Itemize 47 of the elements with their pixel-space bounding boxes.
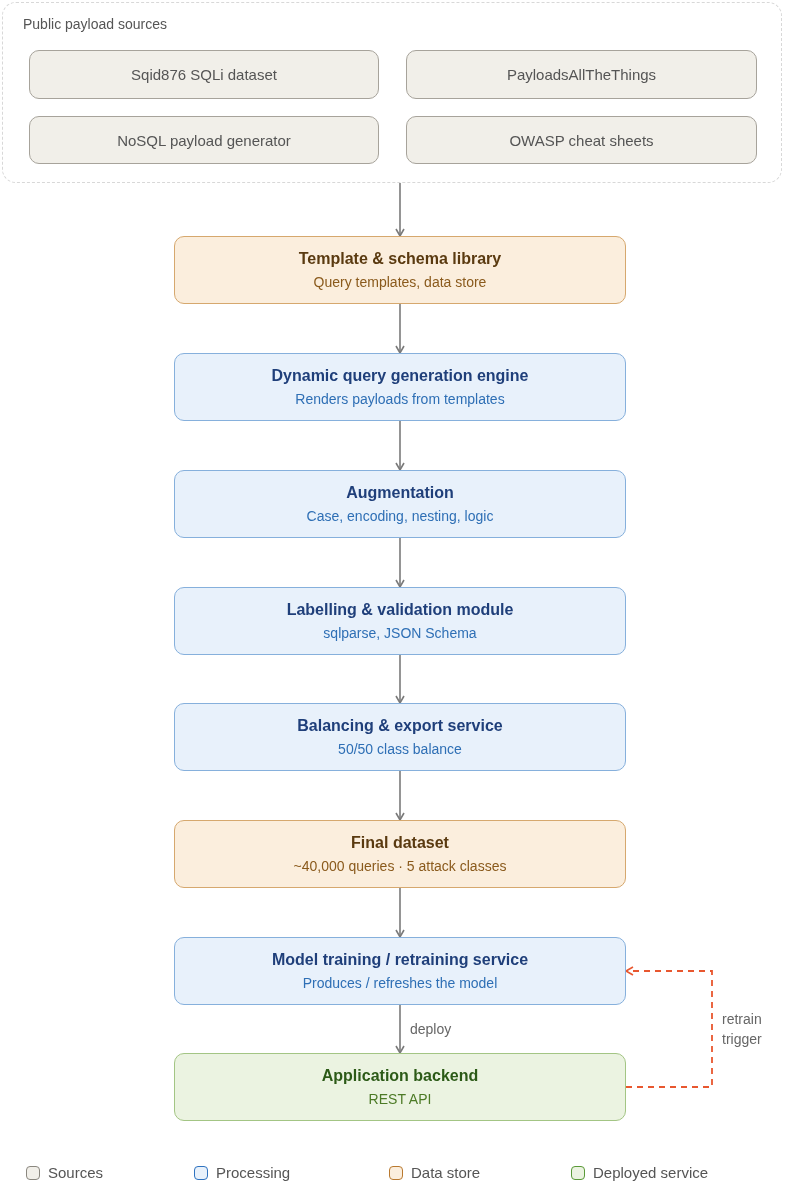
source-label: Sqid876 SQLi dataset	[131, 66, 277, 83]
node-subtitle: sqlparse, JSON Schema	[323, 624, 477, 642]
arrow	[395, 537, 405, 588]
process-box	[174, 703, 626, 771]
node-subtitle: Case, encoding, nesting, logic	[306, 507, 494, 525]
source-box	[29, 50, 379, 99]
legend-label: Sources	[48, 1164, 104, 1181]
source-box	[406, 116, 757, 164]
legend-label: Deployed service	[593, 1164, 709, 1181]
arrow	[395, 887, 405, 938]
node-title: Balancing & export service	[297, 716, 503, 736]
node-subtitle: REST API	[368, 1090, 432, 1108]
data-store-box	[174, 820, 626, 888]
legend-label: Data store	[411, 1164, 481, 1181]
group-container	[2, 2, 782, 183]
arrow	[395, 420, 405, 471]
node-subtitle: ~40,000 queries · 5 attack classes	[293, 857, 507, 875]
node-subtitle: 50/50 class balance	[338, 740, 462, 758]
arrow	[395, 654, 405, 704]
node-title: Application backend	[321, 1066, 479, 1086]
node-title: Dynamic query generation engine	[271, 366, 529, 386]
source-box	[29, 116, 379, 164]
group-title: Public payload sources	[23, 16, 167, 32]
arrow	[395, 182, 405, 237]
node-title: Labelling & validation module	[286, 600, 514, 620]
legend-label: Processing	[216, 1164, 291, 1181]
node-subtitle: Query templates, data store	[313, 273, 487, 291]
node-title: Final dataset	[351, 833, 449, 853]
source-label: NoSQL payload generator	[117, 131, 291, 149]
arrow	[395, 770, 405, 821]
node-subtitle: Produces / refreshes the model	[302, 974, 498, 992]
service-box	[174, 1053, 626, 1121]
node-title: Augmentation	[346, 483, 454, 503]
data-store-box	[174, 236, 626, 304]
arrow	[625, 966, 713, 1088]
arrow	[395, 303, 405, 354]
process-box	[174, 937, 626, 1005]
arrow	[395, 1004, 405, 1054]
source-label: PayloadsAllTheThings	[506, 66, 657, 83]
process-box	[174, 470, 626, 538]
source-box	[406, 50, 757, 99]
process-box	[174, 353, 626, 421]
process-box	[174, 587, 626, 655]
source-label: OWASP cheat sheets	[509, 131, 654, 149]
node-title: Template & schema library	[298, 249, 502, 269]
node-title: Model training / retraining service	[271, 950, 529, 970]
node-subtitle: Renders payloads from templates	[295, 390, 505, 408]
